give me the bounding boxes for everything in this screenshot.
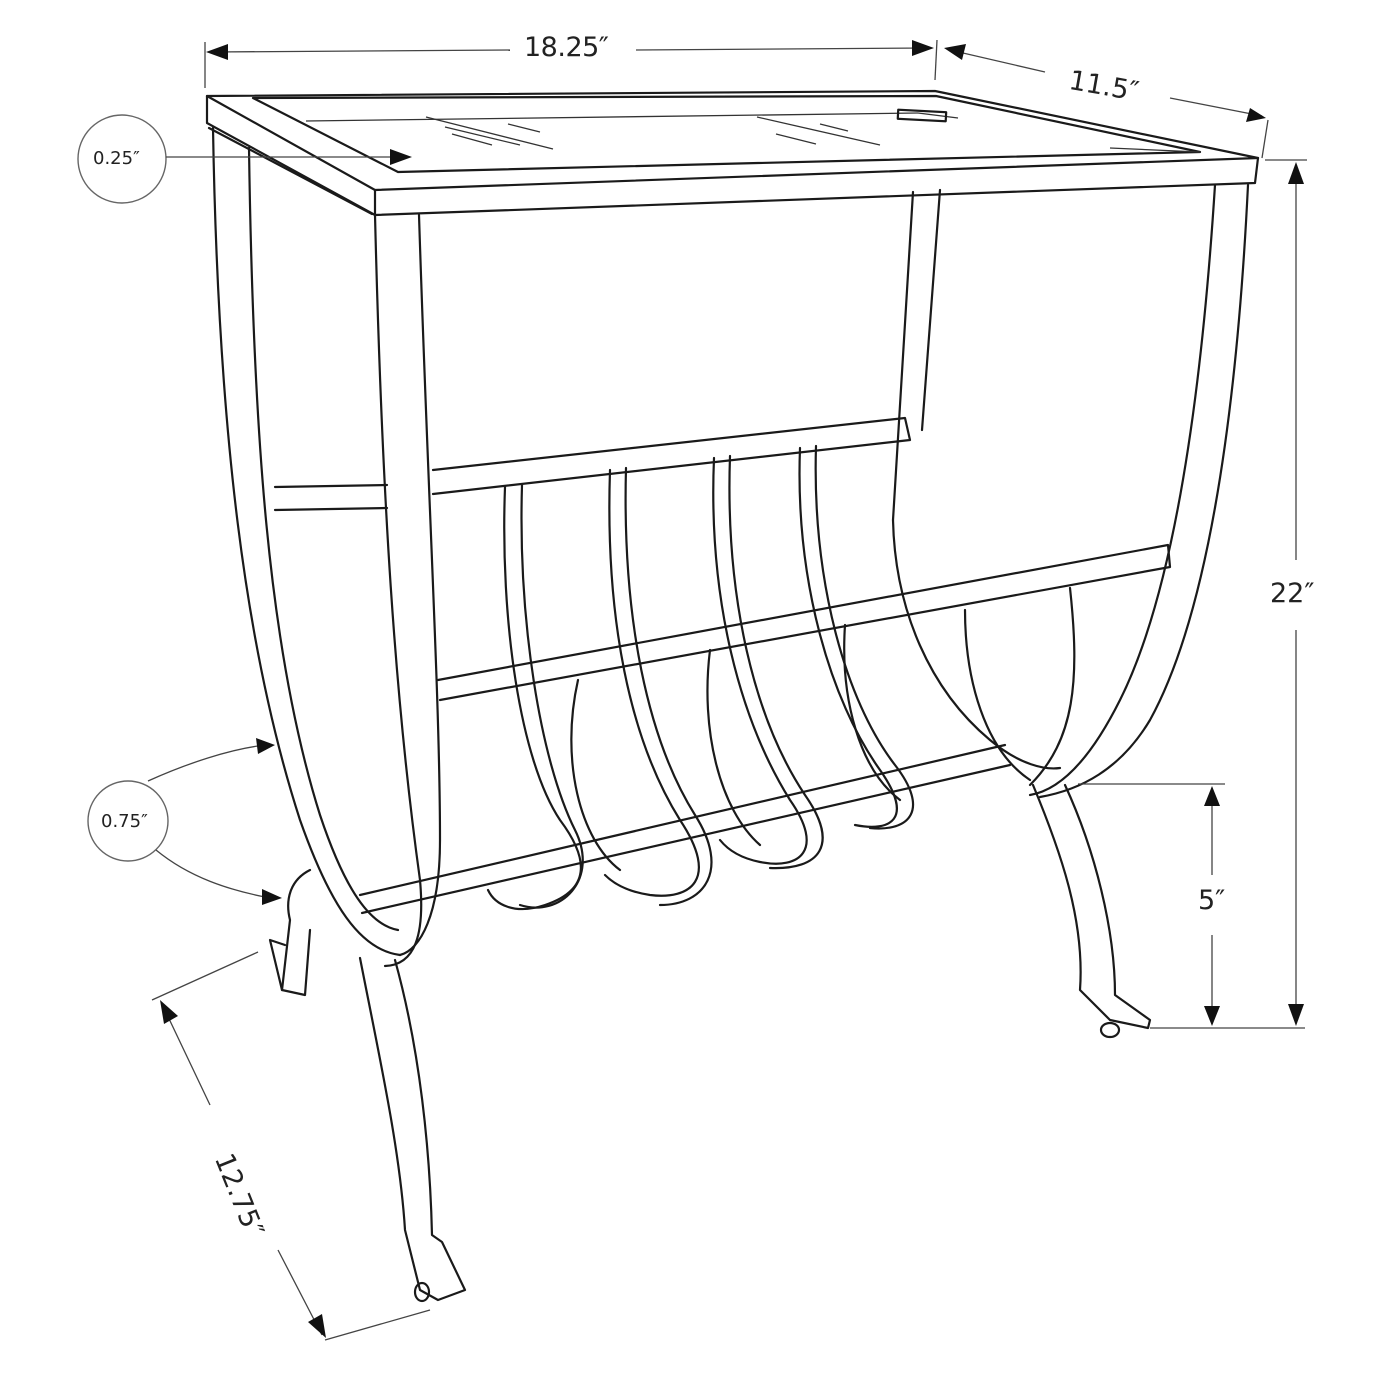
tube-width-label: 0.75″ <box>101 811 148 832</box>
leg-clearance-label: 5″ <box>1198 885 1226 916</box>
dividers <box>486 444 1076 910</box>
dimension-lines <box>151 39 1307 1341</box>
glass-thickness-label: 0.25″ <box>93 148 140 169</box>
tube-width-callout <box>87 738 282 905</box>
height-label: 22″ <box>1270 578 1315 609</box>
glass-thickness-callout <box>77 114 412 204</box>
frame <box>211 126 1250 968</box>
width-label: 18.25″ <box>524 32 609 63</box>
legs <box>268 783 1152 1303</box>
crossbars <box>273 416 1172 915</box>
table-top <box>205 89 1260 217</box>
